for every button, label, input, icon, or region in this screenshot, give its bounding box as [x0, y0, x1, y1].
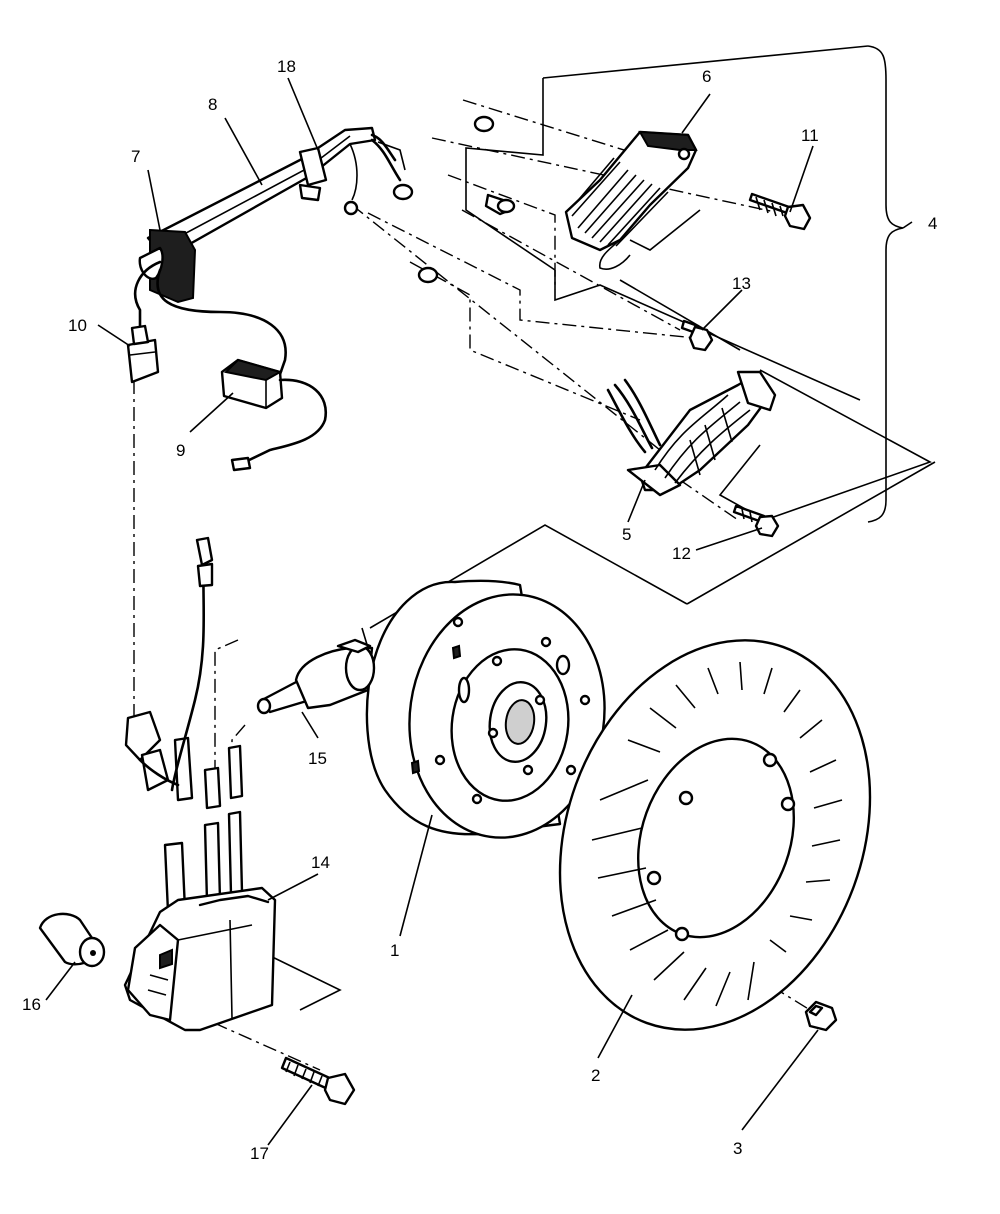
- callout-5: 5: [622, 525, 631, 544]
- callout-15: 15: [308, 749, 327, 768]
- regulator-9: [220, 358, 328, 472]
- callout-18: 18: [277, 57, 296, 76]
- callout-3: 3: [733, 1139, 742, 1158]
- screw-11: [748, 192, 812, 231]
- callout-8: 8: [208, 95, 217, 114]
- spark-plug-cap-15: [256, 638, 376, 715]
- cap-16: [38, 912, 106, 968]
- callout-1: 1: [390, 941, 399, 960]
- callout-16: 16: [22, 995, 41, 1014]
- reference-lines: [257, 78, 932, 1011]
- callout-2: 2: [591, 1066, 600, 1085]
- callout-14: 14: [311, 853, 330, 872]
- leader-lines: [45, 77, 913, 1146]
- callout-17: 17: [250, 1144, 269, 1163]
- assembly-boundary-line: [542, 45, 936, 605]
- screw-13: [680, 319, 714, 352]
- ignition-coil-14: [123, 736, 277, 1032]
- spacers: [392, 115, 516, 284]
- connector-10: [126, 324, 160, 384]
- ignition-wires: [124, 536, 214, 792]
- bolt-17: [280, 1056, 356, 1106]
- callout-11: 11: [801, 126, 819, 145]
- cooling-fan-2: [558, 639, 872, 1031]
- callout-10: 10: [68, 316, 87, 335]
- harness-wires: [134, 260, 287, 382]
- grommet-7: [138, 228, 197, 304]
- callout-12: 12: [672, 544, 691, 563]
- screw-3: [804, 1000, 838, 1032]
- callout-13: 13: [732, 274, 751, 293]
- assembly-brace: [867, 45, 904, 523]
- wire-harness: [146, 126, 406, 260]
- callout-9: 9: [176, 441, 185, 460]
- callout-7: 7: [131, 147, 140, 166]
- callout-6: 6: [702, 67, 711, 86]
- callout-labels: 1 2 3 4 5 6 7 8 9 10 11 12 13 14 15 16 1…: [22, 57, 937, 1163]
- lighting-coil: [606, 370, 777, 497]
- charging-coil: [564, 130, 698, 270]
- screw-12: [732, 504, 780, 538]
- flywheel-1: [365, 579, 606, 839]
- callout-4: 4: [928, 214, 937, 233]
